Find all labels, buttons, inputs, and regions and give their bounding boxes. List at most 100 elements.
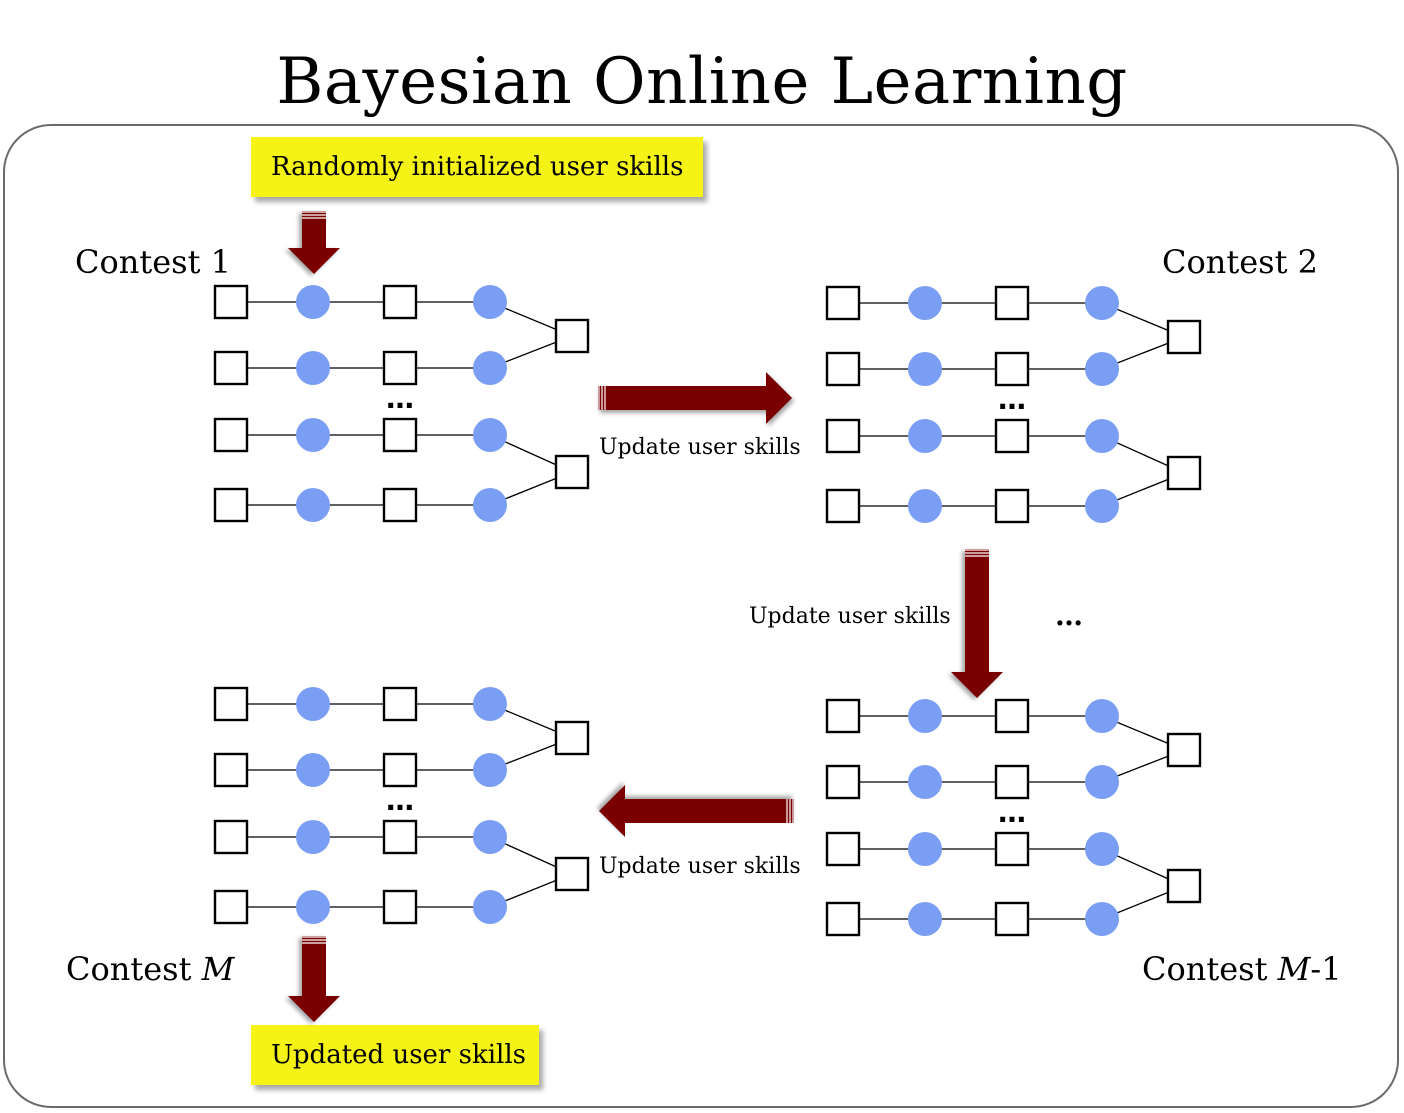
contest-m-minus-1-graph: … bbox=[825, 698, 1202, 937]
factor-square bbox=[994, 285, 1030, 321]
contest-m-graph: … bbox=[213, 686, 590, 925]
variable-node bbox=[473, 753, 507, 787]
variable-node bbox=[908, 832, 942, 866]
variable-node bbox=[296, 488, 330, 522]
end-note: Updated user skills bbox=[251, 1025, 539, 1085]
contest-1-graph: … bbox=[213, 284, 590, 523]
factor-square bbox=[213, 819, 249, 855]
variable-node bbox=[1085, 286, 1119, 320]
page-title: Bayesian Online Learning bbox=[276, 45, 1128, 119]
ellipsis-rows: … bbox=[386, 784, 414, 817]
factor-square bbox=[825, 418, 861, 454]
factor-square bbox=[213, 284, 249, 320]
variable-node bbox=[908, 699, 942, 733]
variable-node bbox=[1085, 765, 1119, 799]
variable-node bbox=[908, 286, 942, 320]
outcome-square bbox=[554, 454, 590, 490]
factor-square bbox=[382, 752, 418, 788]
arrow-end-down bbox=[288, 936, 340, 1022]
factor-square bbox=[994, 764, 1030, 800]
factor-square bbox=[994, 698, 1030, 734]
variable-node bbox=[296, 890, 330, 924]
outcome-square bbox=[554, 856, 590, 892]
contest-1-label: Contest 1 bbox=[75, 243, 231, 281]
factor-square bbox=[382, 889, 418, 925]
factor-square bbox=[213, 350, 249, 386]
update-label-down: Update user skills bbox=[749, 604, 951, 629]
variable-node bbox=[1085, 352, 1119, 386]
contest-2-label: Contest 2 bbox=[1162, 243, 1318, 281]
factor-square bbox=[213, 686, 249, 722]
contest-m-label: Contest M bbox=[66, 950, 235, 988]
outcome-square bbox=[554, 720, 590, 756]
variable-node bbox=[296, 351, 330, 385]
variable-node bbox=[1085, 832, 1119, 866]
factor-square bbox=[994, 901, 1030, 937]
factor-square bbox=[825, 901, 861, 937]
factor-square bbox=[382, 284, 418, 320]
variable-node bbox=[473, 351, 507, 385]
variable-node bbox=[1085, 419, 1119, 453]
factor-square bbox=[825, 698, 861, 734]
arrow-shape bbox=[598, 372, 792, 424]
variable-node bbox=[296, 418, 330, 452]
outcome-square bbox=[1166, 319, 1202, 355]
factor-square bbox=[825, 351, 861, 387]
arrow-down-to-contest-m-minus-1 bbox=[951, 549, 1003, 698]
update-arrows bbox=[288, 211, 1003, 1022]
ellipsis-rows: … bbox=[998, 383, 1026, 416]
start-note: Randomly initialized user skills bbox=[251, 137, 703, 197]
factor-square bbox=[213, 487, 249, 523]
arrow-shape bbox=[288, 936, 340, 1022]
variable-node bbox=[473, 418, 507, 452]
arrow-shape bbox=[288, 211, 340, 274]
outcome-square bbox=[1166, 868, 1202, 904]
outcome-square bbox=[1166, 732, 1202, 768]
factor-square bbox=[213, 889, 249, 925]
arrow-to-contest-m bbox=[599, 785, 794, 837]
factor-square bbox=[825, 831, 861, 867]
ellipsis-contests: … bbox=[1055, 599, 1084, 632]
variable-node bbox=[1085, 902, 1119, 936]
factor-square bbox=[382, 417, 418, 453]
variable-node bbox=[908, 902, 942, 936]
factor-square bbox=[213, 417, 249, 453]
factor-square bbox=[825, 764, 861, 800]
variable-node bbox=[908, 489, 942, 523]
diagram-frame bbox=[3, 124, 1399, 1108]
factor-square bbox=[994, 351, 1030, 387]
ellipsis-rows: … bbox=[998, 796, 1026, 829]
variable-node bbox=[473, 820, 507, 854]
factor-square bbox=[825, 488, 861, 524]
variable-node bbox=[1085, 699, 1119, 733]
variable-node bbox=[296, 285, 330, 319]
variable-node bbox=[1085, 489, 1119, 523]
arrow-shape bbox=[951, 549, 1003, 698]
variable-node bbox=[473, 488, 507, 522]
outcome-square bbox=[1166, 455, 1202, 491]
variable-node bbox=[296, 820, 330, 854]
variable-node bbox=[908, 765, 942, 799]
factor-square bbox=[382, 819, 418, 855]
variable-node bbox=[908, 419, 942, 453]
variable-node bbox=[296, 753, 330, 787]
factor-square bbox=[213, 752, 249, 788]
arrow-to-contest-2 bbox=[598, 372, 792, 424]
contest-2-graph: … bbox=[825, 285, 1202, 524]
variable-node bbox=[908, 352, 942, 386]
variable-node bbox=[473, 687, 507, 721]
factor-square bbox=[382, 350, 418, 386]
factor-graphs: … … … … bbox=[213, 284, 1202, 937]
variable-node bbox=[473, 890, 507, 924]
outcome-square bbox=[554, 318, 590, 354]
contest-m-minus-1-label: Contest M-1 bbox=[1142, 950, 1342, 988]
factor-square bbox=[994, 488, 1030, 524]
variable-node bbox=[473, 285, 507, 319]
factor-square bbox=[994, 418, 1030, 454]
arrow-shape bbox=[599, 785, 794, 837]
factor-square bbox=[382, 487, 418, 523]
factor-square bbox=[825, 285, 861, 321]
update-label-right: Update user skills bbox=[599, 435, 801, 460]
factor-square bbox=[382, 686, 418, 722]
